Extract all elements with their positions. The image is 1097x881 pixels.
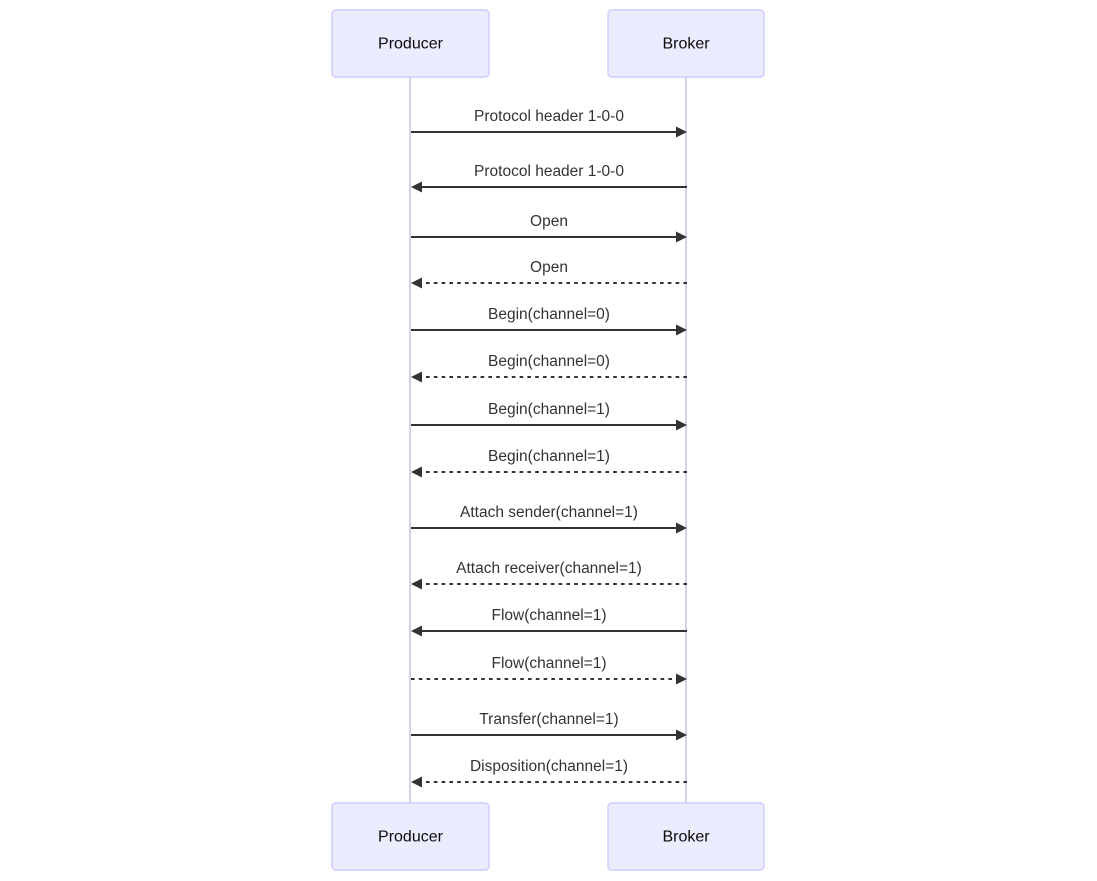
message-label-8: Begin(channel=1) — [488, 448, 610, 465]
message-3[interactable]: Open — [411, 213, 687, 243]
message-arrowhead-14 — [411, 776, 422, 788]
lifelines-group — [409, 77, 687, 804]
actor-label-producer-top: Producer — [378, 36, 444, 53]
message-2[interactable]: Protocol header 1-0-0 — [411, 163, 687, 193]
message-arrowhead-12 — [676, 673, 687, 685]
message-label-5: Begin(channel=0) — [488, 306, 610, 323]
actor-producer-top[interactable]: Producer — [331, 9, 490, 78]
message-label-3: Open — [530, 213, 568, 230]
message-arrowhead-1 — [676, 126, 687, 138]
message-arrowhead-10 — [411, 578, 422, 590]
message-arrowhead-5 — [676, 324, 687, 336]
message-label-12: Flow(channel=1) — [491, 655, 606, 672]
actor-box-broker-bottom[interactable] — [607, 802, 765, 871]
message-arrowhead-13 — [676, 729, 687, 741]
message-arrowhead-11 — [411, 625, 422, 637]
message-6[interactable]: Begin(channel=0) — [411, 353, 687, 383]
message-14[interactable]: Disposition(channel=1) — [411, 758, 687, 788]
actor-broker-top[interactable]: Broker — [607, 9, 765, 78]
message-arrowhead-3 — [676, 231, 687, 243]
message-7[interactable]: Begin(channel=1) — [411, 401, 687, 431]
actor-box-broker-top[interactable] — [607, 9, 765, 78]
actor-broker-bottom[interactable]: Broker — [607, 802, 765, 871]
message-label-13: Transfer(channel=1) — [479, 711, 618, 728]
message-5[interactable]: Begin(channel=0) — [411, 306, 687, 336]
message-11[interactable]: Flow(channel=1) — [411, 607, 687, 637]
message-label-2: Protocol header 1-0-0 — [474, 163, 624, 180]
message-arrowhead-6 — [411, 371, 422, 383]
message-12[interactable]: Flow(channel=1) — [411, 655, 687, 685]
actor-label-broker-top: Broker — [662, 36, 710, 53]
message-label-10: Attach receiver(channel=1) — [456, 560, 642, 577]
message-label-6: Begin(channel=0) — [488, 353, 610, 370]
message-label-9: Attach sender(channel=1) — [460, 504, 638, 521]
actor-box-producer-top[interactable] — [331, 9, 490, 78]
message-arrowhead-9 — [676, 522, 687, 534]
actor-box-producer-bottom[interactable] — [331, 802, 490, 871]
message-13[interactable]: Transfer(channel=1) — [411, 711, 687, 741]
message-1[interactable]: Protocol header 1-0-0 — [411, 108, 687, 138]
message-arrowhead-2 — [411, 181, 422, 193]
message-arrowhead-7 — [676, 419, 687, 431]
message-8[interactable]: Begin(channel=1) — [411, 448, 687, 478]
actor-producer-bottom[interactable]: Producer — [331, 802, 490, 871]
message-label-7: Begin(channel=1) — [488, 401, 610, 418]
message-9[interactable]: Attach sender(channel=1) — [411, 504, 687, 534]
actor-label-broker-bottom: Broker — [662, 829, 710, 846]
message-10[interactable]: Attach receiver(channel=1) — [411, 560, 687, 590]
message-label-4: Open — [530, 259, 568, 276]
message-4[interactable]: Open — [411, 259, 687, 289]
actor-label-producer-bottom: Producer — [378, 829, 444, 846]
message-label-11: Flow(channel=1) — [491, 607, 606, 624]
message-label-1: Protocol header 1-0-0 — [474, 108, 624, 125]
message-arrowhead-8 — [411, 466, 422, 478]
message-arrowhead-4 — [411, 277, 422, 289]
message-label-14: Disposition(channel=1) — [470, 758, 628, 775]
